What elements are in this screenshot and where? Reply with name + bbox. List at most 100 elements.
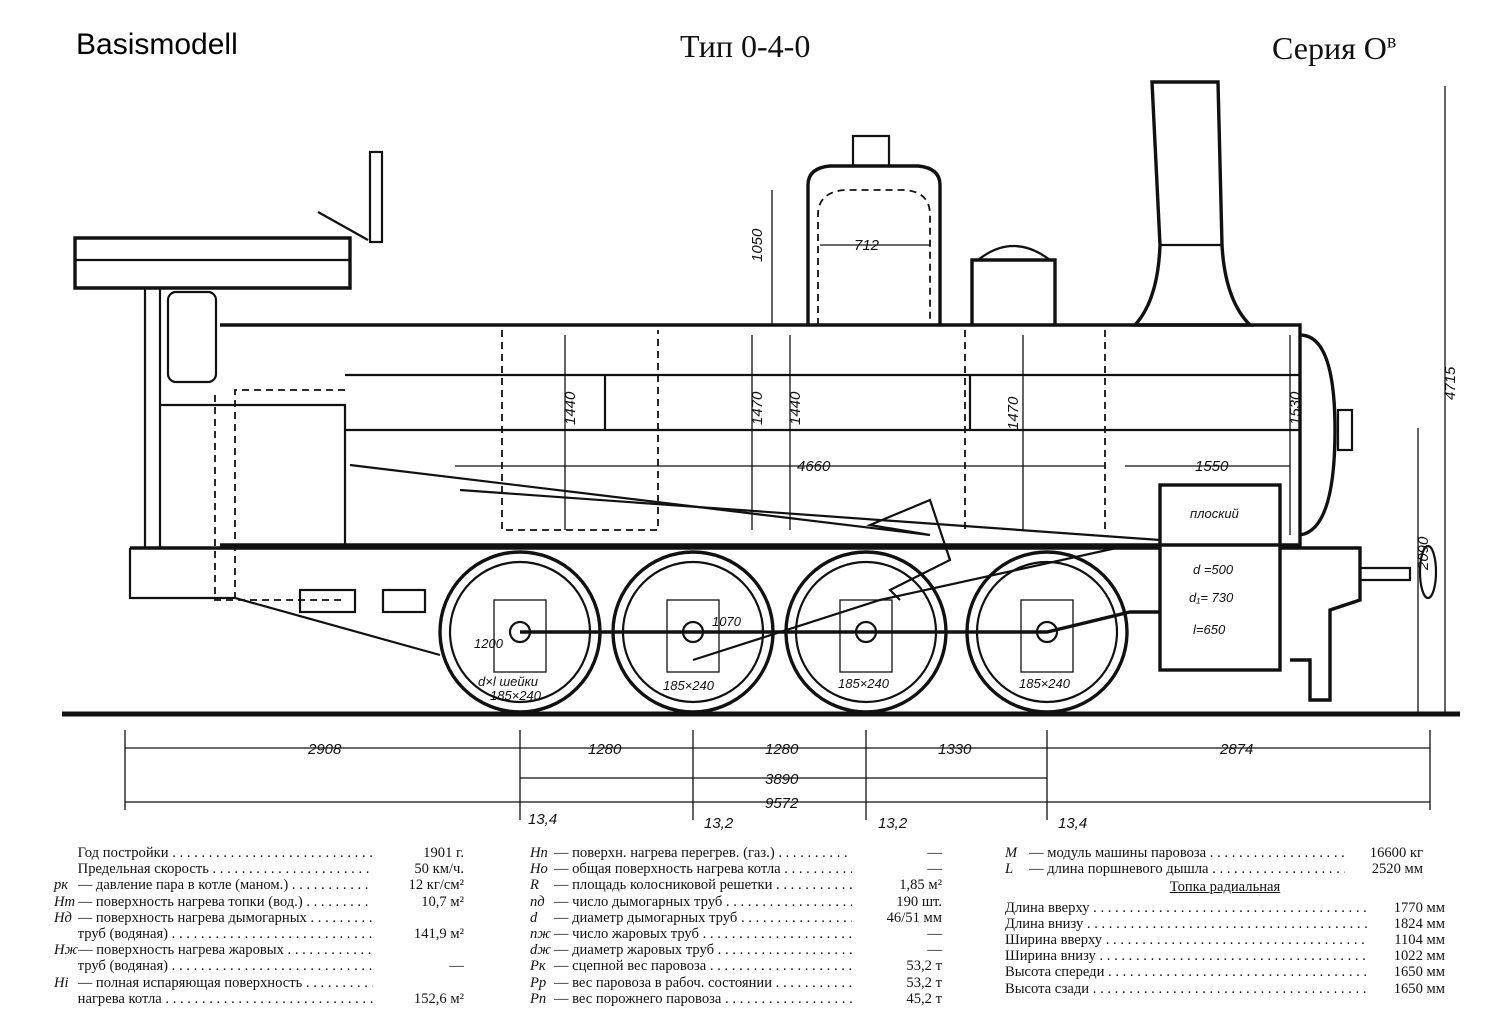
- spec-sym: Hо: [530, 861, 548, 878]
- spec-value: —: [449, 958, 464, 975]
- spec-sym: M: [1005, 845, 1018, 861]
- spec-label: — вес паровоза в рабоч. состоянии: [554, 975, 853, 991]
- spec-label: — давление пара в котле (маном.): [78, 877, 374, 893]
- firebox-outline: [214, 395, 345, 601]
- dim-1530: 1530: [1287, 391, 1304, 425]
- dim-1470-b: 1470: [1005, 396, 1022, 430]
- spec-label: — поверхность нагрева топки (вод.): [78, 894, 374, 910]
- spec-value: —: [927, 845, 942, 861]
- spec-value: 2520 мм: [1371, 861, 1423, 878]
- spec-row: Ширина внизу1022 мм: [1005, 948, 1445, 964]
- handrail-posts: [603, 375, 972, 430]
- specs-column-2: Hп— поверхн. нагрева перегрев. (газ.)— H…: [530, 845, 942, 1007]
- spec-label: Высота сзади: [1005, 981, 1367, 997]
- spec-value: 53,2 т: [906, 958, 942, 975]
- spec-row: Hо— общая поверхность нагрева котла—: [530, 861, 942, 877]
- tube-region-1: [501, 330, 659, 531]
- dim-2090: 2090: [1415, 536, 1432, 571]
- spec-label: — диаметр жаровых труб: [554, 942, 853, 958]
- locomotive-drawing: 1050 712 1440 1470 1440 1470 1530 4715 2…: [62, 80, 1460, 832]
- buffer-shaft: [1360, 566, 1412, 582]
- wheel-dim-1070: 1070: [712, 614, 742, 629]
- dim-extension-lines: [124, 730, 1431, 820]
- whistle: [368, 150, 384, 244]
- spec-sym: Hж: [54, 942, 79, 959]
- spec-row: Высота сзади 1650 мм: [1005, 981, 1445, 997]
- axle-load-2: 13,2: [704, 815, 734, 832]
- spec-label: — сцепной вес паровоза: [554, 958, 853, 974]
- spec-row: труб (водяная)—: [54, 958, 464, 974]
- spec-row: нагрева котла152,6 м²: [54, 991, 464, 1007]
- bottom-dim-2908: 2908: [307, 741, 342, 758]
- bottom-dim-1330: 1330: [938, 741, 972, 758]
- spec-row: Hп— поверхн. нагрева перегрев. (газ.)—: [530, 845, 942, 861]
- cylinder-d: d =500: [1193, 562, 1234, 577]
- series-sup: в: [1386, 30, 1397, 53]
- spec-label: — поверхность нагрева жаровых: [78, 942, 373, 958]
- spec-sym: L: [1005, 861, 1014, 878]
- spec-label: Ширина внизу: [1005, 948, 1367, 964]
- dim-1470-a: 1470: [749, 391, 766, 425]
- spec-label: Ширина вверху: [1005, 932, 1367, 948]
- spec-value: —: [927, 861, 942, 878]
- frame-rear: [128, 548, 441, 657]
- spec-value: —: [927, 926, 942, 943]
- spec-value: 1104 мм: [1394, 932, 1445, 949]
- boiler-shell: [220, 323, 1302, 547]
- header-left-title: Basismodell: [76, 28, 238, 61]
- spec-row: d— диаметр дымогарных труб46/51 мм: [530, 910, 942, 926]
- specs-column-3: M— модуль машины паровоза16600 кг L— дли…: [1005, 845, 1445, 997]
- spec-row: Hж— поверхность нагрева жаровых: [54, 942, 464, 958]
- wheel-label-1: 185×240: [490, 688, 542, 703]
- cab-side: [160, 403, 347, 548]
- spec-sym: dж: [530, 942, 551, 959]
- valve-rod: [459, 488, 1161, 542]
- header-series-title: Серия Ов: [1272, 30, 1396, 67]
- spec-value: 141,9 м²: [413, 926, 464, 943]
- spec-value: 53,2 т: [906, 974, 942, 991]
- spec-row: Pп— вес порожнего паровоза45,2 т: [530, 991, 942, 1007]
- spec-value: 50 км/ч.: [414, 861, 464, 878]
- cab-post: [143, 288, 162, 548]
- bottom-dim-2874: 2874: [1219, 741, 1253, 758]
- spec-value: 16600 кг: [1369, 845, 1423, 861]
- spec-row: Предельная скорость50 км/ч.: [54, 861, 464, 877]
- smokebox-handle: [1336, 408, 1354, 452]
- firebox-title: Топка радиальная: [1169, 879, 1281, 896]
- spec-sym: Pп: [530, 990, 547, 1007]
- spec-value: [373, 910, 464, 926]
- cab-lever: [317, 211, 369, 241]
- spec-value: 1770 мм: [1393, 899, 1445, 916]
- dim-712: 712: [854, 237, 880, 254]
- buffer-head: [1418, 544, 1438, 600]
- cylinder-type: плоский: [1190, 506, 1239, 521]
- dim-lines-bottom: [125, 747, 1430, 803]
- spec-row: Год постройки1901 г.: [54, 845, 464, 861]
- sand-box-lid: [977, 244, 1051, 261]
- spec-value: 1650 мм: [1393, 980, 1445, 997]
- spec-row: M— модуль машины паровоза16600 кг: [1005, 845, 1445, 861]
- dim-1440-a: 1440: [562, 391, 579, 425]
- spec-row: Hт— поверхность нагрева топки (вод.)10,7…: [54, 894, 464, 910]
- spec-sym: d: [530, 909, 538, 926]
- spec-label: Длина вверху: [1005, 900, 1367, 916]
- wheel-dim-1200: 1200: [474, 636, 504, 651]
- spec-row: dж— диаметр жаровых труб—: [530, 942, 942, 958]
- spec-sym: Hi: [54, 974, 69, 991]
- axle-load-3: 13,2: [878, 815, 908, 832]
- spec-row: Длина внизу1824 мм: [1005, 916, 1445, 932]
- cylinder-l: l=650: [1193, 622, 1226, 637]
- spec-value: 10,7 м²: [421, 893, 464, 910]
- spec-sym: Pр: [530, 974, 547, 991]
- spec-row: R— площадь колосниковой решетки1,85 м²: [530, 877, 942, 893]
- sand-box: [970, 258, 1057, 325]
- spec-value: 1824 мм: [1393, 915, 1445, 932]
- spec-sym: pк: [54, 877, 69, 894]
- dim-1050: 1050: [749, 228, 766, 262]
- spec-value: 46/51 мм: [886, 909, 942, 926]
- spec-value: 12 кг/см²: [408, 877, 464, 894]
- spec-value: [373, 975, 464, 991]
- frame-cutout-1: [298, 588, 357, 614]
- spec-label: — число жаровых труб: [554, 926, 853, 942]
